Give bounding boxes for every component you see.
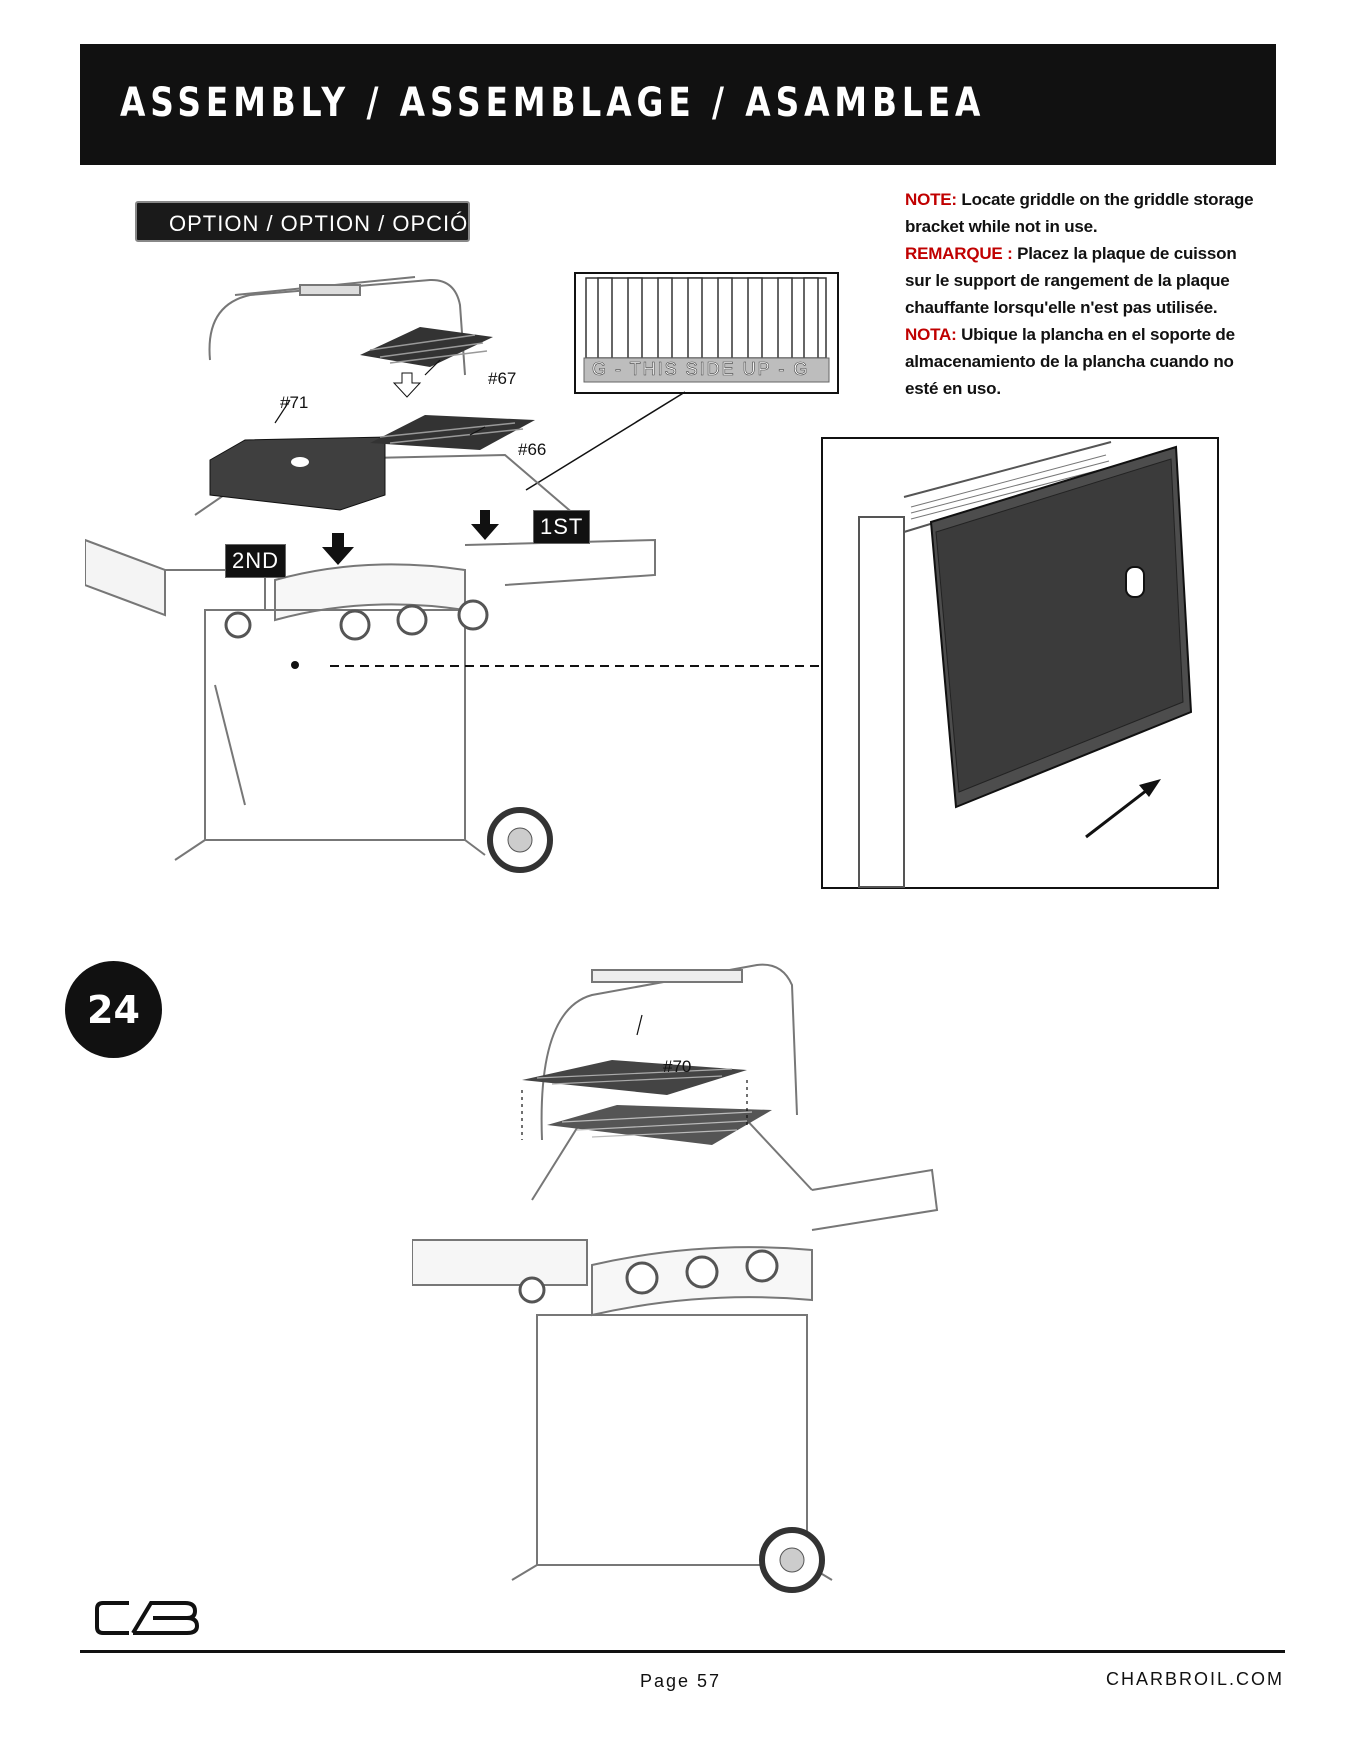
note-english: NOTE: Locate griddle on the griddle stor… [905, 186, 1265, 240]
note-spanish-label: NOTA: [905, 325, 957, 344]
page-title: ASSEMBLY / ASSEMBLAGE / ASAMBLEA [120, 80, 986, 126]
note-block: NOTE: Locate griddle on the griddle stor… [905, 186, 1265, 402]
grate-inset-illustration [574, 272, 839, 394]
note-french-text: Placez la plaque de cuisson sur le suppo… [905, 244, 1237, 317]
callout-part-66: #66 [518, 440, 547, 459]
note-french-label: REMARQUE : [905, 244, 1013, 263]
footer-rule [80, 1650, 1285, 1653]
option-label: OPTION / OPTION / OPCIÓN - 2 [135, 201, 520, 242]
note-spanish: NOTA: Ubique la plancha en el soporte de… [905, 321, 1265, 402]
charbroil-logo [95, 1601, 200, 1635]
griddle-storage-illustration [821, 437, 1219, 889]
inset-label: G - THIS SIDE UP - G [592, 359, 810, 380]
grill-with-warming-rack-illustration [412, 963, 939, 1593]
step-number: 24 [65, 961, 162, 1058]
header-bar: ASSEMBLY / ASSEMBLAGE / ASAMBLEA [80, 44, 1276, 165]
second-step-tag: 2ND [225, 544, 287, 578]
callout-part-67: #67 [488, 369, 517, 388]
page-number: Page 57 [639, 1671, 722, 1691]
note-english-text: Locate griddle on the griddle storage br… [905, 190, 1254, 236]
note-french: REMARQUE : Placez la plaque de cuisson s… [905, 240, 1265, 321]
leader-line [525, 391, 686, 491]
note-spanish-text: Ubique la plancha en el soporte de almac… [905, 325, 1235, 398]
grill-with-griddle-illustration [85, 276, 656, 873]
note-english-label: NOTE: [905, 190, 957, 209]
dashed-leader [330, 665, 825, 667]
callout-part-71: #71 [280, 393, 309, 412]
first-step-tag: 1ST [533, 510, 591, 544]
site-url: CHARBROIL.COM [1105, 1669, 1284, 1689]
callout-part-70: #70 [663, 1057, 692, 1076]
